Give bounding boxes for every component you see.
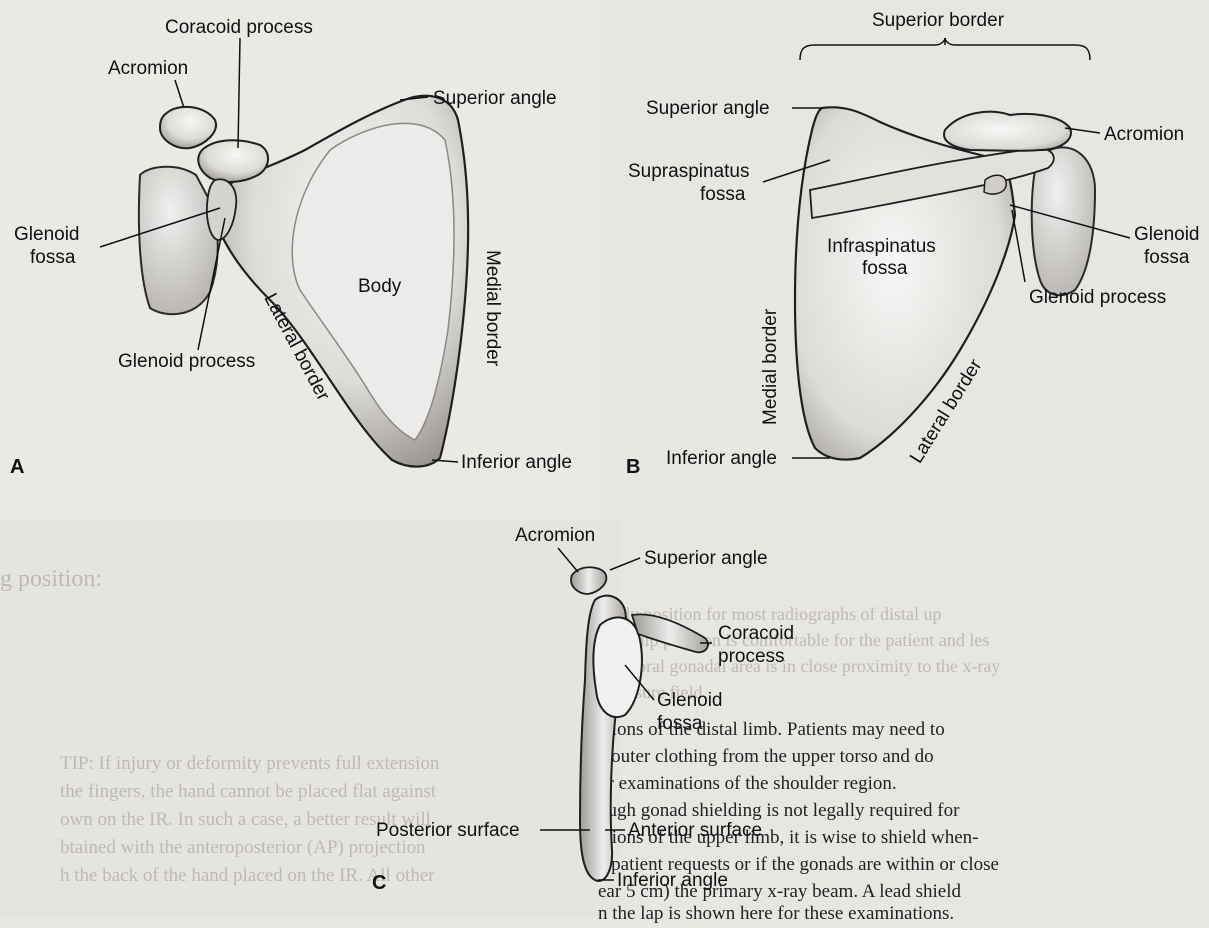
- label-b-glenoid-process: Glenoid process: [1029, 287, 1166, 308]
- label-a-glenoid-fossa-2: fossa: [30, 247, 75, 268]
- label-a-coracoid-process: Coracoid process: [165, 17, 313, 38]
- label-b-supraspinatus-2: fossa: [700, 184, 745, 205]
- label-a-glenoid-fossa-1: Glenoid: [14, 224, 80, 245]
- label-b-infraspinatus-1: Infraspinatus: [827, 236, 936, 257]
- label-c-coracoid-2: process: [718, 646, 785, 667]
- label-b-inferior-angle: Inferior angle: [666, 448, 777, 469]
- label-c-glenoid-1: Glenoid: [657, 690, 723, 711]
- label-c-glenoid-2: fossa: [657, 713, 702, 734]
- label-c-inferior-angle: Inferior angle: [617, 870, 728, 891]
- label-b-supraspinatus-1: Supraspinatus: [628, 161, 749, 182]
- panel-label-c: C: [372, 872, 386, 895]
- label-c-acromion: Acromion: [515, 525, 595, 546]
- label-b-medial-border: Medial border: [760, 309, 781, 425]
- panel-label-b: B: [626, 456, 640, 479]
- label-b-glenoid-fossa-1: Glenoid: [1134, 224, 1200, 245]
- label-c-anterior-surface: Anterior surface: [628, 820, 762, 841]
- label-a-superior-angle: Superior angle: [433, 88, 557, 109]
- panel-label-a: A: [10, 456, 24, 479]
- label-a-acromion: Acromion: [108, 58, 188, 79]
- label-b-superior-border: Superior border: [872, 10, 1004, 31]
- label-a-medial-border: Medial border: [482, 250, 503, 366]
- label-c-coracoid-1: Coracoid: [718, 623, 794, 644]
- label-c-posterior-surface: Posterior surface: [376, 820, 520, 841]
- label-c-superior-angle: Superior angle: [644, 548, 768, 569]
- label-a-body: Body: [358, 276, 401, 297]
- label-a-inferior-angle: Inferior angle: [461, 452, 572, 473]
- label-b-glenoid-fossa-2: fossa: [1144, 247, 1189, 268]
- label-b-infraspinatus-2: fossa: [862, 258, 907, 279]
- scapula-anterior-view: [139, 96, 468, 467]
- label-b-acromion: Acromion: [1104, 124, 1184, 145]
- label-b-superior-angle: Superior angle: [646, 98, 770, 119]
- label-a-glenoid-process: Glenoid process: [118, 351, 255, 372]
